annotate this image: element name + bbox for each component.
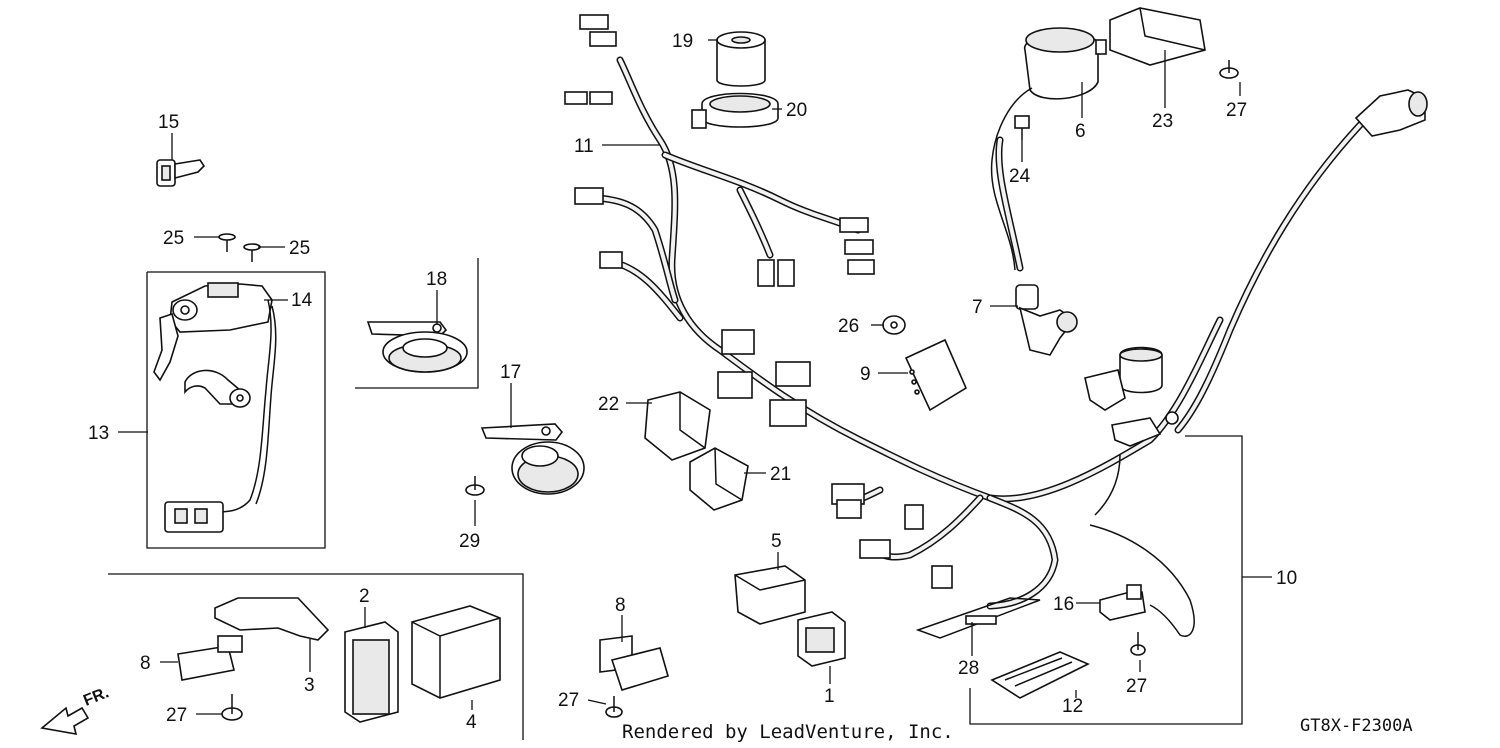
ignition-coil-6 <box>990 27 1107 356</box>
callout-25-right: 25 <box>289 238 310 259</box>
callout-10: 10 <box>1276 568 1297 589</box>
callout-22: 22 <box>598 394 619 415</box>
callout-28: 28 <box>958 658 979 679</box>
callout-27-top: 27 <box>1226 100 1247 121</box>
leader-lines <box>118 39 1241 715</box>
callout-6: 6 <box>1075 121 1086 142</box>
callout-24: 24 <box>1009 166 1031 187</box>
callout-labels: 15 25 25 14 13 18 17 29 19 20 11 22 21 2… <box>88 31 1297 733</box>
horn-18 <box>366 321 468 373</box>
cable-right <box>1174 89 1428 434</box>
bracket-23 <box>1109 7 1239 79</box>
fuse-box-12 <box>990 651 1090 699</box>
front-arrow-icon: FR. <box>40 684 111 736</box>
credit-text: Rendered by LeadVenture, Inc. <box>622 721 954 743</box>
callout-19: 19 <box>672 31 693 52</box>
parts-5-1 <box>734 565 846 667</box>
callout-8-left: 8 <box>140 653 151 674</box>
callout-26: 26 <box>838 316 859 337</box>
relays-21-22 <box>644 391 749 511</box>
callout-4: 4 <box>466 712 477 733</box>
callout-5: 5 <box>771 531 782 552</box>
callout-2: 2 <box>359 586 370 607</box>
horn-17 <box>465 423 585 496</box>
diagram-code: GT8X-F2300A <box>1300 716 1413 736</box>
relay-19-20 <box>691 31 779 129</box>
bottom-left-parts <box>177 597 669 723</box>
callout-27-left: 27 <box>166 705 187 726</box>
callout-9: 9 <box>860 364 871 385</box>
parts-26-9 <box>882 315 968 412</box>
callout-13: 13 <box>88 423 109 444</box>
callout-27-bottom: 27 <box>558 690 579 711</box>
frame-lines <box>108 258 1272 740</box>
callout-27-right: 27 <box>1126 676 1147 697</box>
callout-20: 20 <box>786 100 807 121</box>
wire-harness-11 <box>564 14 1224 637</box>
callout-17: 17 <box>500 362 521 383</box>
front-direction-label: FR. <box>81 684 111 709</box>
callout-7: 7 <box>972 297 983 318</box>
callout-1: 1 <box>824 686 835 707</box>
switch-16 <box>1099 584 1146 656</box>
harness-end-10 <box>915 346 1179 639</box>
callout-11: 11 <box>574 136 594 157</box>
callout-16: 16 <box>1053 594 1074 615</box>
callout-15: 15 <box>158 112 179 133</box>
callout-8-right: 8 <box>615 595 626 616</box>
footer: Rendered by LeadVenture, Inc. GT8X-F2300… <box>40 684 1413 743</box>
callout-29: 29 <box>459 531 480 552</box>
callout-21: 21 <box>770 464 791 485</box>
callout-3: 3 <box>304 675 315 696</box>
callout-18: 18 <box>426 269 447 290</box>
callout-12: 12 <box>1062 696 1083 717</box>
ignition-switch-14 <box>153 282 277 533</box>
callout-25-left: 25 <box>163 228 184 249</box>
callout-23: 23 <box>1152 111 1173 132</box>
callout-14: 14 <box>291 290 313 311</box>
screws-25 <box>218 233 261 262</box>
key-15 <box>156 159 206 187</box>
